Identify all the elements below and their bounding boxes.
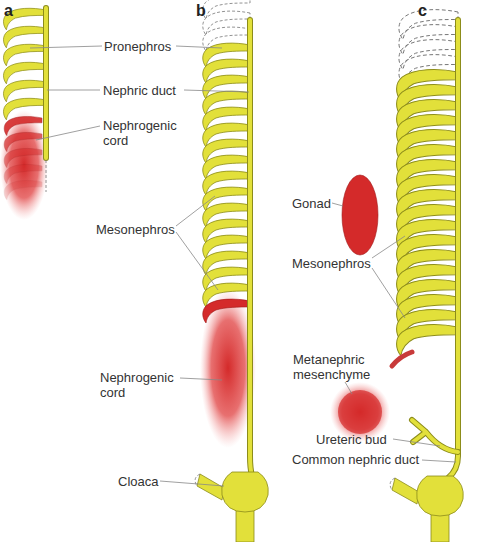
hindgut-cut: [390, 478, 395, 490]
part-label: Mesonephros: [292, 256, 371, 271]
tubule-remnant: [392, 352, 412, 366]
part-label: Cloaca: [118, 474, 158, 489]
cloaca: [417, 476, 464, 516]
regressed-tubule: [399, 25, 458, 55]
part-label: Mesonephros: [96, 222, 175, 237]
nephric-duct: [250, 20, 252, 476]
metanephric-mesenchyme-core: [338, 390, 382, 434]
leader-line: [393, 439, 440, 446]
part-label: Ureteric bud: [316, 432, 387, 447]
leader-line: [332, 203, 343, 206]
nephric-duct: [250, 20, 252, 476]
nephric-duct: [44, 8, 48, 158]
ureteric-bud-shape: [412, 420, 458, 452]
nephric-duct: [43, 8, 49, 158]
regressed-tubule: [203, 0, 250, 19]
forming-tubule: [203, 299, 250, 323]
ureteric-bud-shape: [412, 420, 458, 452]
leader-line: [345, 382, 352, 394]
nephrogenic-tubule: [4, 180, 42, 199]
panel-letter: c: [418, 2, 427, 20]
leader-line: [160, 481, 224, 486]
leader-line: [36, 126, 100, 140]
mesonephric-tubule: [397, 325, 458, 356]
part-label: Nephrogenic cord: [103, 118, 183, 148]
part-label: Pronephros: [104, 39, 171, 54]
nephrogenic-cord: [0, 110, 48, 220]
cloaca: [222, 472, 269, 512]
part-label: Nephric duct: [103, 83, 176, 98]
panel-letter: a: [4, 2, 13, 20]
leader-line: [180, 378, 222, 380]
gonad-shape: [342, 175, 378, 255]
panel-letter: b: [196, 2, 206, 20]
leader-line: [372, 236, 405, 318]
part-label: Gonad: [292, 196, 331, 211]
part-label: Nephrogenic cord: [100, 370, 180, 400]
nephric-duct: [448, 20, 458, 478]
part-label: Common nephric duct: [292, 452, 419, 467]
regressed-tubule: [399, 40, 458, 70]
nephric-duct-extension: [46, 160, 47, 192]
hindgut: [197, 474, 224, 500]
hindgut: [392, 478, 419, 504]
part-label: Metanephric mesenchyme: [293, 352, 373, 382]
regressed-tubule: [399, 10, 458, 40]
leader-line: [422, 460, 456, 462]
leader-line: [176, 196, 218, 290]
nephric-duct: [448, 20, 458, 478]
